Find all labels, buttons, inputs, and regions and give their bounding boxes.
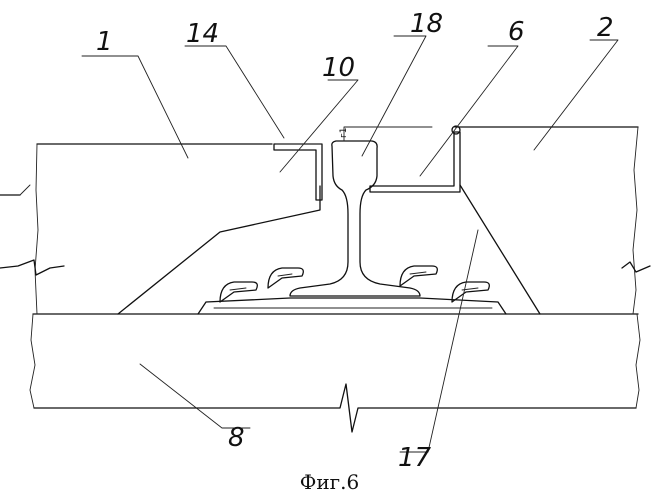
leader-lines bbox=[82, 36, 618, 452]
label-gap-plate: 6 bbox=[508, 17, 525, 47]
left-slab bbox=[0, 144, 320, 314]
label-slab-left: 1 bbox=[96, 27, 113, 57]
right-angle-plate bbox=[370, 126, 460, 192]
label-insert-left: 10 bbox=[322, 53, 355, 83]
gap-mark-label: г1 bbox=[339, 128, 349, 138]
fastener-clip-1 bbox=[220, 282, 257, 302]
figure-caption: Фиг.6 bbox=[0, 470, 659, 494]
base-plate bbox=[30, 314, 640, 432]
fastener-clip-3 bbox=[400, 266, 437, 286]
label-anchor: 17 bbox=[398, 443, 432, 473]
label-base: 8 bbox=[228, 423, 245, 453]
fastener-clip-4 bbox=[452, 282, 489, 302]
label-slab-right: 2 bbox=[597, 13, 614, 43]
label-rail: 18 bbox=[410, 9, 443, 39]
right-slab bbox=[455, 127, 650, 314]
left-insert bbox=[274, 144, 322, 200]
label-strip-left: 14 bbox=[186, 19, 219, 49]
fastener-clip-2 bbox=[268, 268, 303, 288]
